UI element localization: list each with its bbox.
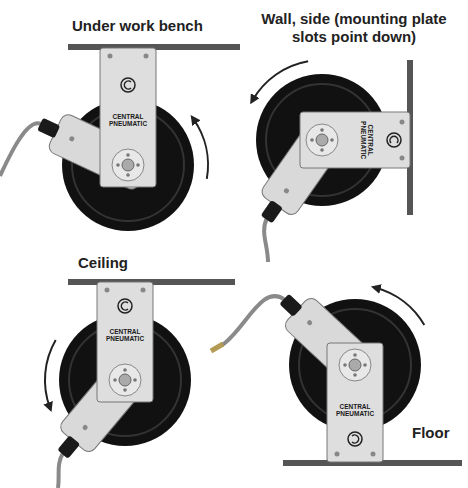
hose: [222, 296, 285, 345]
hose: [264, 218, 268, 262]
brand-logo-text: CENTRAL PNEUMATIC: [104, 113, 152, 127]
rotation-arrow: [376, 288, 425, 325]
orientation-label: Floor: [412, 424, 450, 442]
rotation-arrow: [194, 119, 209, 179]
orientation-label: Under work bench: [72, 17, 203, 35]
orientation-label: Wall, side (mounting plate slots point d…: [244, 10, 464, 46]
hose: [0, 123, 41, 176]
brand-logo-text: CENTRAL PNEUMATIC: [331, 403, 379, 417]
hose-reel: [47, 282, 191, 468]
brand-logo-text: CENTRAL PNEUMATIC: [101, 328, 149, 342]
hose-reel: [270, 283, 421, 462]
rotation-arrow: [45, 340, 56, 407]
orientation-label: Ceiling: [78, 254, 128, 272]
hose: [58, 453, 63, 488]
hose-reel: [249, 74, 410, 232]
rotation-arrow: [253, 61, 308, 100]
hose-reel: [31, 48, 194, 231]
brand-logo-text: CENTRAL PNEUMATIC: [360, 116, 374, 164]
hose-nozzle: [211, 344, 223, 351]
